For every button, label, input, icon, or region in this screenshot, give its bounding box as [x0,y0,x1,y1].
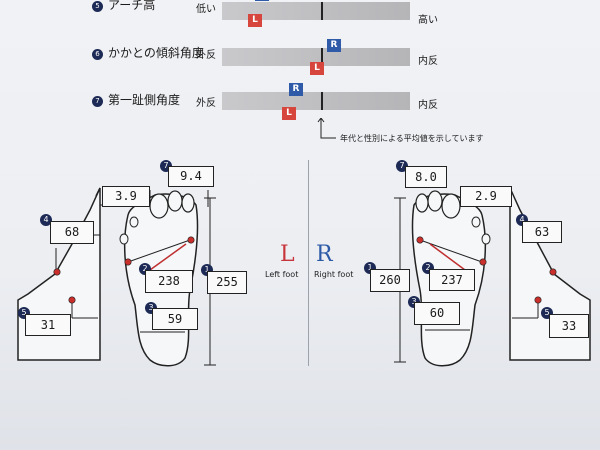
heel-valgus-label: 外反 [196,50,216,61]
row-number-badge: 6 [92,49,103,60]
average-line [321,2,323,20]
arch-high-label: 高い [418,15,438,26]
right-foot-letter: R [316,242,333,267]
right-foot-caption: Right foot [314,270,354,279]
left-toe-width-value: 3.9 [102,186,150,207]
left-width-value: 238 [145,270,193,293]
left-length-value: 255 [207,271,247,294]
average-note: 年代と性別による平均値を示しています [340,134,484,143]
average-line [321,92,323,110]
left-arch-value: 68 [50,221,94,244]
center-divider [308,160,309,366]
row-number-badge: 7 [92,96,103,107]
marker-4: 4 [40,214,52,226]
heel-varus-label: 内反 [418,56,438,67]
right-toe-width-value: 2.9 [460,186,512,207]
arch-low-label: 低い [196,4,216,15]
right-width-value: 237 [429,269,475,291]
toe-varus-label: 内反 [418,100,438,111]
right-toe-angle-value: 8.0 [405,166,447,188]
left-foot-marker: L [248,14,262,27]
note-arrow [317,118,336,139]
right-arch-value: 63 [522,221,562,243]
left-heel-angle-value: 31 [25,314,71,336]
right-length-value: 260 [370,269,410,292]
row-number-badge: 5 [92,1,103,12]
heel-angle-bar [222,48,410,66]
right-heel-value: 60 [414,302,460,325]
right-foot-marker: R [289,83,303,96]
toe-angle-bar [222,92,410,110]
arch-height-bar [222,2,410,20]
left-toe-angle-value: 9.4 [168,166,214,187]
left-foot-marker: L [282,107,296,120]
toe-valgus-label: 外反 [196,98,216,109]
average-line [321,48,323,66]
left-heel-value: 59 [152,308,198,330]
right-foot-marker: R [327,39,341,52]
left-foot-letter: L [280,242,295,267]
right-heel-angle-value: 33 [549,314,589,338]
left-foot-caption: Left foot [265,270,299,279]
left-foot-marker: L [310,62,324,75]
